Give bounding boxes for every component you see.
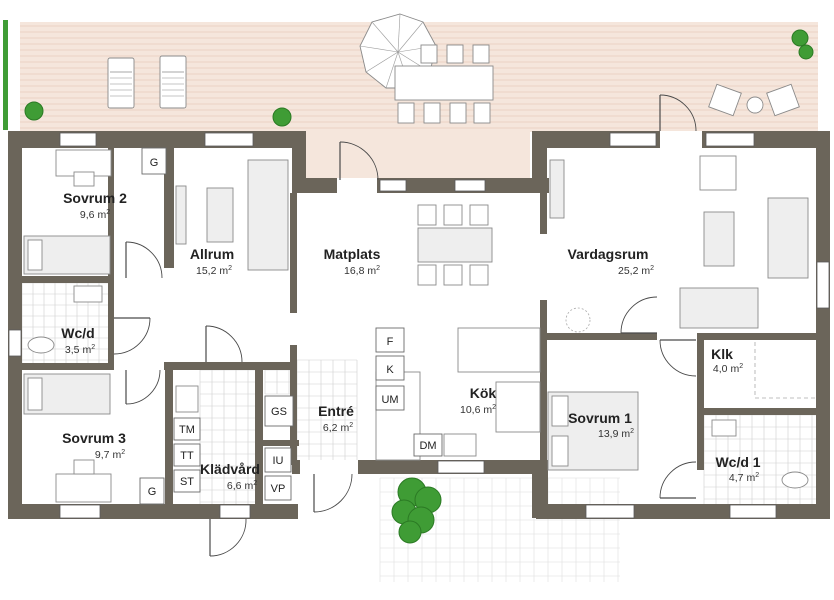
room-area: 15,2 m2 bbox=[196, 265, 232, 277]
room-wcd-1: Wc/d 1 4,7 m2 bbox=[715, 454, 760, 484]
hedge bbox=[3, 20, 8, 130]
fixture-tm: TM bbox=[179, 424, 195, 436]
deck-chairs-right bbox=[708, 83, 800, 117]
room-area: 6,6 m2 bbox=[227, 480, 257, 492]
room-area: 9,6 m2 bbox=[80, 209, 110, 221]
room-name: Matplats bbox=[324, 246, 381, 262]
room-kladvard: Klädvård 6,6 m2 bbox=[200, 461, 260, 492]
room-name: Klädvård bbox=[200, 461, 260, 477]
fixture-g-top: G bbox=[150, 157, 159, 169]
room-name: Vardagsrum bbox=[568, 246, 649, 262]
room-labels: Sovrum 2 9,6 m2 Allrum 15,2 m2 Matplats … bbox=[61, 190, 760, 492]
room-entre: Entré 6,2 m2 bbox=[318, 403, 354, 434]
room-name: Wc/d bbox=[61, 325, 94, 341]
room-name: Sovrum 3 bbox=[62, 430, 126, 446]
room-area: 13,9 m2 bbox=[598, 428, 634, 440]
windows bbox=[8, 132, 830, 519]
room-name: Klk bbox=[711, 346, 733, 362]
room-vardagsrum: Vardagsrum 25,2 m2 bbox=[568, 246, 655, 277]
sun-lounger-left bbox=[107, 57, 135, 109]
fixture-vp: VP bbox=[271, 483, 286, 495]
tiles-gs bbox=[264, 369, 291, 395]
deck-furniture bbox=[24, 13, 814, 127]
fixture-st: ST bbox=[180, 476, 194, 488]
room-area: 9,7 m2 bbox=[95, 449, 125, 461]
room-klk: Klk 4,0 m2 bbox=[711, 346, 743, 375]
room-area: 3,5 m2 bbox=[65, 344, 95, 356]
room-name: Wc/d 1 bbox=[715, 454, 760, 470]
room-sovrum-3: Sovrum 3 9,7 m2 bbox=[62, 430, 126, 461]
room-name: Sovrum 1 bbox=[568, 410, 632, 426]
fixture-g-bottom: G bbox=[148, 486, 157, 498]
outdoor-dining-table bbox=[394, 44, 494, 124]
furniture bbox=[23, 149, 809, 503]
fixture-gs: GS bbox=[271, 406, 287, 418]
fixture-iu: IU bbox=[273, 455, 284, 467]
room-area: 25,2 m2 bbox=[618, 265, 654, 277]
room-kok: Kök 10,6 m2 bbox=[460, 385, 496, 416]
fixture-f: F bbox=[387, 336, 394, 348]
room-name: Entré bbox=[318, 403, 354, 419]
room-area: 6,2 m2 bbox=[323, 422, 353, 434]
shrub bbox=[391, 477, 442, 544]
room-name: Kök bbox=[470, 385, 497, 401]
room-allrum: Allrum 15,2 m2 bbox=[190, 246, 234, 277]
doors bbox=[113, 94, 815, 557]
room-area: 16,8 m2 bbox=[344, 265, 380, 277]
room-wcd: Wc/d 3,5 m2 bbox=[61, 325, 95, 356]
room-area: 4,0 m2 bbox=[713, 363, 743, 375]
room-matplats: Matplats 16,8 m2 bbox=[324, 246, 381, 277]
fixture-um: UM bbox=[381, 394, 398, 406]
room-sovrum-1: Sovrum 1 13,9 m2 bbox=[568, 410, 634, 440]
room-name: Allrum bbox=[190, 246, 234, 262]
potted-plants bbox=[24, 29, 814, 127]
sun-lounger-right bbox=[159, 55, 187, 109]
tiles-entre bbox=[296, 359, 358, 460]
room-area: 4,7 m2 bbox=[729, 472, 759, 484]
room-sovrum-2: Sovrum 2 9,6 m2 bbox=[63, 190, 127, 221]
room-name: Sovrum 2 bbox=[63, 190, 127, 206]
fixture-dm: DM bbox=[419, 440, 436, 452]
fixture-tt: TT bbox=[180, 450, 194, 462]
fixture-k: K bbox=[386, 364, 394, 376]
room-area: 10,6 m2 bbox=[460, 404, 496, 416]
fixtures: G G GS F K UM DM TM TT ST IU VP bbox=[139, 147, 443, 505]
